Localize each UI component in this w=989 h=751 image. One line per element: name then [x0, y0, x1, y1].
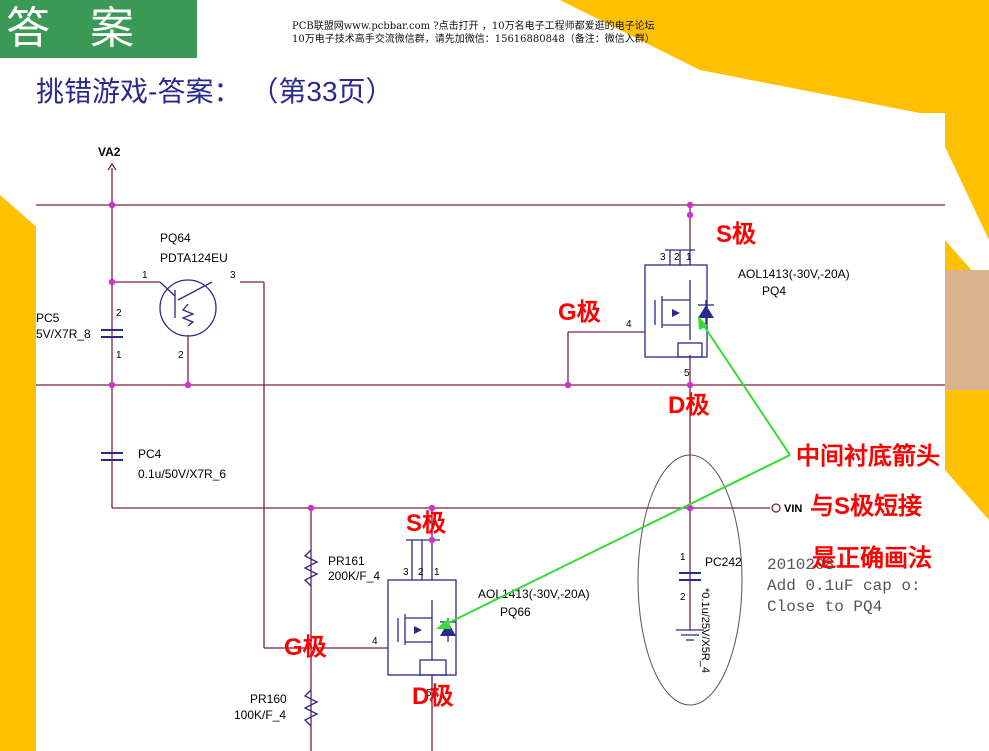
decor-hand-image [945, 270, 989, 390]
pq66-pin-2: 2 [418, 567, 424, 578]
pc242-pin-2: 2 [680, 592, 686, 603]
pq64-pin-1: 1 [142, 270, 148, 281]
pc242-symbol [679, 572, 701, 581]
pq4-pin-2: 2 [674, 252, 680, 263]
pc242-highlight-ellipse [637, 454, 743, 706]
pr161-ref: PR161 [328, 554, 365, 568]
pq66-internals [397, 539, 449, 700]
callout-arrowhead-top [698, 316, 708, 330]
note-line-1: 2010208 [767, 556, 834, 574]
annotation-s-top: S极 [716, 221, 756, 248]
annotation-s-bottom: S极 [406, 510, 446, 537]
pc242-ref: PC242 [705, 555, 742, 569]
label-vin: VIN [784, 503, 802, 515]
pr161-symbol [303, 549, 319, 587]
pq64-pin-3: 3 [230, 270, 236, 281]
pq66-pin-1: 1 [434, 567, 440, 578]
pq64-ref: PQ64 [160, 231, 191, 245]
pc4-value: 0.1u/50V/X7R_6 [138, 467, 226, 481]
callout-arrowhead-bottom [436, 619, 451, 629]
pc242-value: *0.1u/25V/X5R_4 [699, 588, 711, 673]
pc242-pin-1: 1 [680, 552, 686, 563]
vin-terminal [771, 503, 781, 513]
page-title: 挑错游戏-答案： （第33页） [36, 70, 394, 110]
pc4-symbol [101, 452, 123, 461]
pc5-value: 5V/X7R_8 [36, 327, 91, 341]
schematic-panel [36, 113, 945, 751]
pq66-substrate-arrow [414, 626, 422, 634]
pr160-value: 100K/F_4 [234, 708, 286, 722]
pq4-pin-5: 5 [684, 368, 690, 379]
pr161-value: 200K/F_4 [328, 569, 380, 583]
pq4-substrate-arrow [672, 309, 680, 317]
pq4-ref: PQ4 [762, 284, 786, 298]
note-line-3: Close to PQ4 [767, 598, 882, 616]
pc4-ref: PC4 [138, 447, 162, 461]
annotation-g-top: G极 [558, 299, 601, 326]
title-page-number: 33 [306, 76, 338, 107]
forum-banner: PCB联盟网www.pcbbar.com ?点击打开 ，10万名电子工程师都爱逛… [292, 20, 712, 46]
pq66-part: AOL1413(-30V,-20A) [478, 587, 590, 601]
va2-arrow [107, 162, 117, 171]
pq64-symbol [159, 279, 217, 337]
pr160-symbol [303, 689, 319, 727]
pr160-ref: PR160 [250, 692, 287, 706]
pc5-pin-1: 1 [116, 350, 122, 361]
note-line-2: Add 0.1uF cap o: [767, 577, 921, 595]
pc5-ref: PC5 [36, 311, 60, 325]
pq4-pin-3: 3 [660, 252, 666, 263]
pq64-internals [159, 281, 213, 327]
banner-line-1: PCB联盟网www.pcbbar.com ?点击打开 ，10万名电子工程师都爱逛… [292, 21, 655, 32]
pq4-internals [654, 249, 707, 358]
pc5-pin-2: 2 [116, 308, 122, 319]
pq66-ref: PQ66 [500, 605, 531, 619]
annotation-d-bottom: D极 [412, 683, 453, 710]
junction-dots [108, 201, 694, 544]
answer-badge: 答案 [0, 0, 197, 58]
explanation-line-2: 与S极短接 [810, 492, 922, 520]
pq66-pin-5: 5 [426, 688, 432, 699]
explanation-line-3: 是正确画法 [812, 545, 932, 572]
banner-line-2: 10万电子技术高手交流微信群，请先加微信：15616880848（备注：微信入群… [292, 34, 655, 45]
callout-arrows [439, 319, 791, 628]
decor-stripe-top-right [560, 0, 989, 240]
pq4-pin-4: 4 [626, 319, 632, 330]
answer-badge-text: 答案 [6, 3, 174, 54]
pq4-diode [698, 305, 714, 318]
pq64-pin-2: 2 [178, 350, 184, 361]
annotation-d-top: D极 [668, 392, 709, 419]
explanation-line-1: 中间衬底箭头 [796, 442, 940, 470]
title-suffix: 页） [337, 75, 394, 108]
decor-stripe-left [0, 195, 40, 751]
title-prefix: 挑错游戏-答案： （第 [36, 75, 307, 108]
pq66-pin-4: 4 [372, 636, 378, 647]
pq4-pin-1: 1 [686, 252, 692, 263]
pq64-part: PDTA124EU [160, 251, 228, 265]
annotation-g-bottom: G极 [284, 634, 327, 661]
pq66-pin-3: 3 [403, 567, 409, 578]
pq4-part: AOL1413(-30V,-20A) [738, 267, 850, 281]
label-va2: VA2 [98, 145, 121, 159]
ground-icon [676, 629, 704, 641]
pc5-symbol [101, 329, 123, 338]
